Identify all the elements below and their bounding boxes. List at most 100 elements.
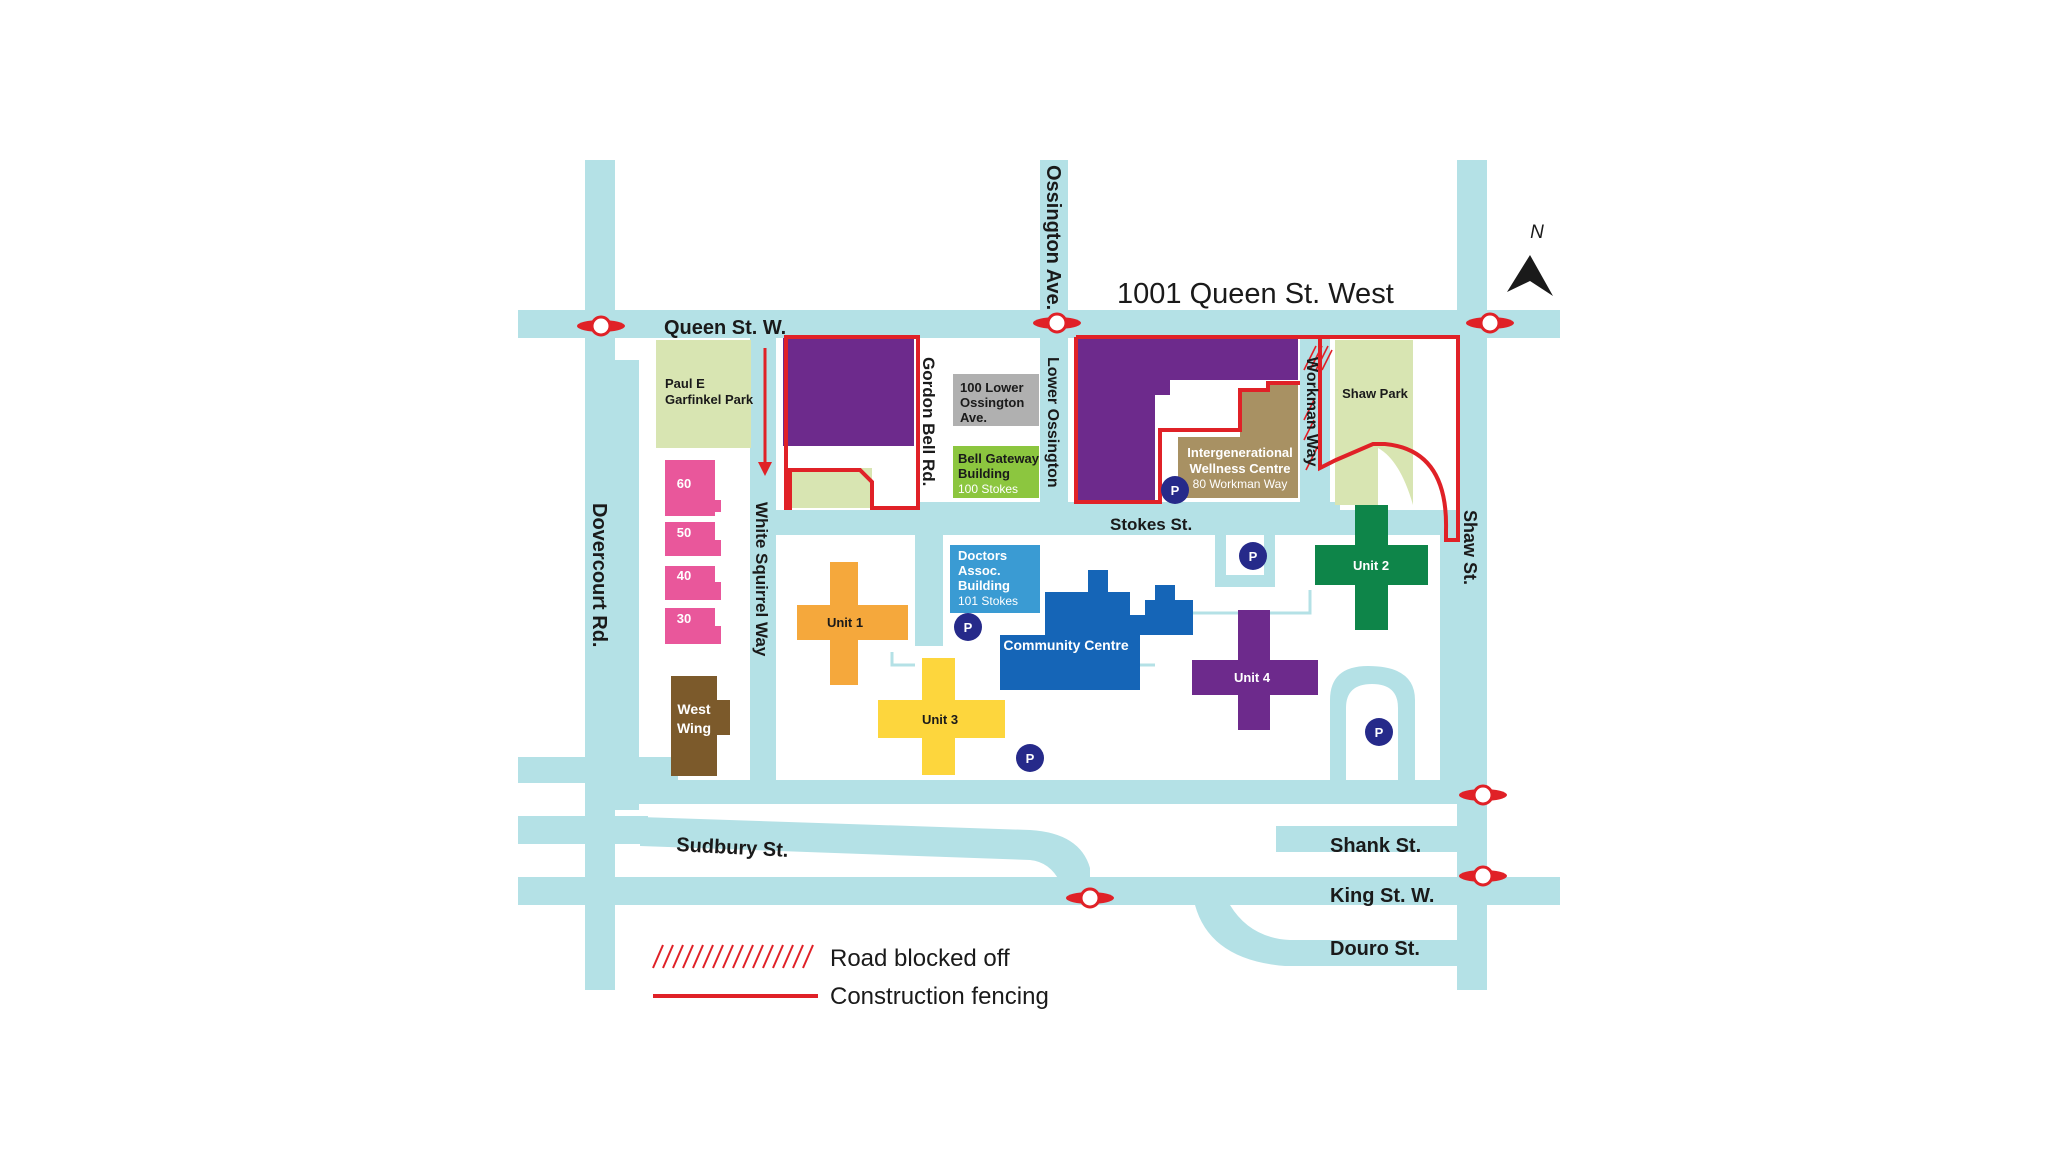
north-arrow-icon: N — [1507, 222, 1553, 296]
street-douro-label: Douro St. — [1330, 938, 1420, 960]
shaw-park-south — [1335, 448, 1378, 505]
building-unit-4 — [1192, 610, 1318, 730]
gordon-bell-green — [788, 468, 872, 508]
svg-text:N: N — [1530, 222, 1544, 243]
map-legend: Road blocked off Construction fencing — [652, 944, 1049, 1010]
road-sudbury — [640, 817, 1090, 882]
street-white-squirrel-label: White Squirrel Way — [752, 502, 771, 657]
shaw-park-label: Shaw Park — [1342, 386, 1409, 401]
doctors-building-label: 101 Stokes — [958, 594, 1018, 608]
road-shaw — [1457, 160, 1487, 990]
road-shank — [1276, 826, 1460, 852]
street-stokes-label: Stokes St. — [1110, 515, 1192, 534]
street-labels: Queen St. W. Ossington Ave. Lower Ossing… — [588, 165, 1480, 960]
fence-west — [784, 335, 920, 510]
street-king-label: King St. W. — [1330, 885, 1434, 907]
street-dovercourt-label: Dovercourt Rd. — [588, 503, 610, 647]
west-wing-label: West — [677, 701, 711, 717]
road-douro — [1195, 905, 1460, 966]
building-community-centre — [1000, 570, 1193, 690]
west-wing-label: Wing — [677, 720, 711, 736]
houses — [665, 460, 721, 644]
unit-3-label: Unit 3 — [922, 712, 958, 727]
white-squirrel-arrow — [758, 348, 772, 476]
house-50 — [665, 522, 721, 556]
place-labels: Paul E Garfinkel Park 100 Lower Ossingto… — [665, 376, 1409, 736]
building-bell-gateway — [953, 446, 1039, 498]
house-40-label: 40 — [677, 568, 691, 583]
building-doctors-assoc — [950, 545, 1040, 613]
svg-text:P: P — [964, 620, 973, 635]
street-shank-label: Shank St. — [1330, 835, 1421, 857]
bell-gateway-label: Building — [958, 466, 1010, 481]
bell-gateway-label: 100 Stokes — [958, 482, 1018, 496]
svg-text:P: P — [1249, 549, 1258, 564]
bell-gateway-label: Bell Gateway — [958, 451, 1040, 466]
house-60-label: 60 — [677, 476, 691, 491]
unit-1-label: Unit 1 — [827, 615, 863, 630]
legend-road-blocked-label: Road blocked off — [830, 945, 1010, 972]
garfinkel-park-label: Paul E — [665, 376, 705, 391]
transit-stops — [577, 312, 1514, 909]
parking-markers: P P P P P — [954, 476, 1393, 772]
road-ossington — [1040, 160, 1068, 510]
ttc-stop-icon — [1066, 887, 1114, 909]
doctors-building-label: Doctors — [958, 548, 1007, 563]
ttc-stop-icon — [1466, 312, 1514, 334]
road-white-squirrel — [750, 338, 776, 798]
building-unit-1 — [797, 562, 908, 685]
road-stokes — [776, 510, 1458, 535]
road-sudbury-west — [518, 816, 648, 844]
building-100-lower-ossington — [953, 374, 1039, 426]
lower-ossington-building-label: Ave. — [960, 410, 987, 425]
svg-text:P: P — [1026, 751, 1035, 766]
community-centre-label: Community Centre — [1003, 637, 1128, 653]
street-workman-label: Workman Way — [1303, 357, 1320, 466]
road-west-wing-stub — [518, 757, 678, 783]
house-50-label: 50 — [677, 525, 691, 540]
doctors-building-label: Building — [958, 578, 1010, 593]
street-lower-ossington-label: Lower Ossington — [1044, 357, 1061, 488]
unit-4-label: Unit 4 — [1234, 670, 1271, 685]
road-stokes-upper — [920, 502, 1340, 514]
ttc-stop-icon — [577, 315, 625, 337]
garfinkel-park — [656, 340, 751, 448]
road-unit2-east — [1440, 535, 1458, 785]
street-shaw-label: Shaw St. — [1460, 510, 1480, 585]
lower-ossington-building-label: 100 Lower — [960, 380, 1024, 395]
ttc-stop-icon — [1033, 312, 1081, 334]
road-king — [518, 877, 1560, 905]
wellness-centre-label: Wellness Centre — [1190, 461, 1291, 476]
road-inner-south — [610, 780, 1458, 804]
legend-hatch-icon — [652, 944, 814, 969]
road-west-strip — [615, 360, 639, 810]
house-30 — [665, 608, 721, 644]
street-gordon-bell-label: Gordon Bell Rd. — [919, 357, 938, 486]
road-dovercourt — [585, 160, 615, 990]
road-parking-loop — [1330, 666, 1415, 782]
construction-site-east — [1078, 338, 1298, 500]
unit-2-label: Unit 2 — [1353, 558, 1389, 573]
svg-text:P: P — [1171, 483, 1180, 498]
ttc-stop-icon — [1459, 784, 1507, 806]
map-title: 1001 Queen St. West — [1117, 278, 1394, 310]
building-unit-2 — [1315, 505, 1428, 630]
lower-ossington-building-label: Ossington — [960, 395, 1024, 410]
building-west-wing — [671, 676, 730, 776]
fence-east — [1076, 335, 1460, 542]
parking-icon: P — [1239, 542, 1267, 570]
house-40 — [665, 566, 721, 600]
house-60 — [665, 460, 721, 516]
svg-text:P: P — [1375, 725, 1384, 740]
parking-icon: P — [1161, 476, 1189, 504]
parking-icon: P — [1365, 718, 1393, 746]
fence-east-inner — [1074, 337, 1300, 504]
house-30-label: 30 — [677, 611, 691, 626]
building-unit-3 — [878, 658, 1005, 775]
ttc-stop-icon — [1459, 865, 1507, 887]
street-sudbury-label: Sudbury St. — [676, 834, 789, 862]
garfinkel-park-label: Garfinkel Park — [665, 392, 754, 407]
construction-fencing — [784, 335, 1460, 542]
street-ossington-label: Ossington Ave. — [1042, 165, 1064, 310]
